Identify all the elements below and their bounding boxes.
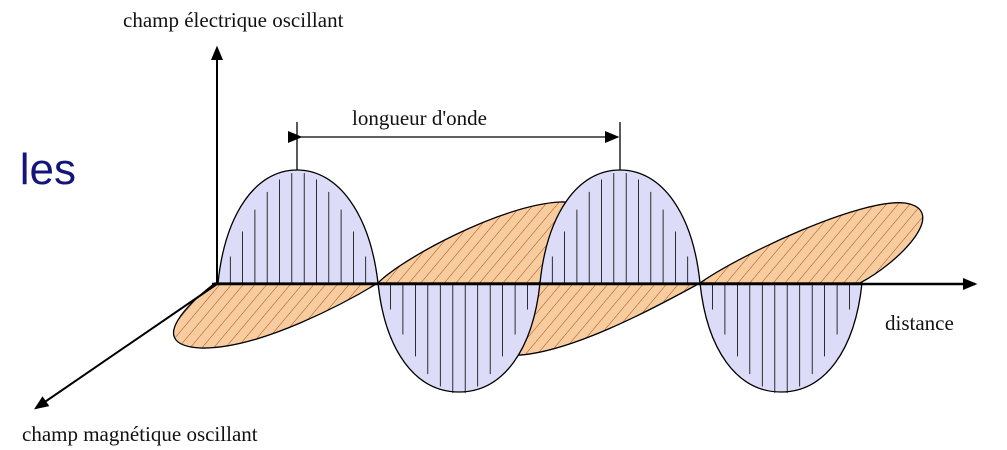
- magnetic-field-wave: [173, 201, 924, 356]
- magnetic-field-label: champ magnétique oscillant: [22, 422, 258, 446]
- electric-field-wave: [217, 169, 863, 393]
- magnetic-field-axis: [34, 283, 218, 410]
- distance-label: distance: [885, 311, 954, 335]
- electric-lobe-2: [377, 282, 541, 393]
- electric-field-label: champ électrique oscillant: [123, 8, 344, 32]
- wavelength-label: longueur d'onde: [352, 106, 488, 130]
- magnetic-lobe-1: [173, 282, 381, 349]
- slide-title-fragment: les: [0, 148, 76, 192]
- magnetic-lobe-4: [697, 202, 924, 284]
- electric-lobe-1: [217, 169, 379, 284]
- electric-lobe-3: [539, 169, 701, 284]
- slide-title-text: les: [19, 148, 76, 192]
- electric-field-stripes: [229, 173, 850, 393]
- electric-lobe-4: [699, 282, 863, 393]
- wavelength-indicator: [288, 122, 621, 170]
